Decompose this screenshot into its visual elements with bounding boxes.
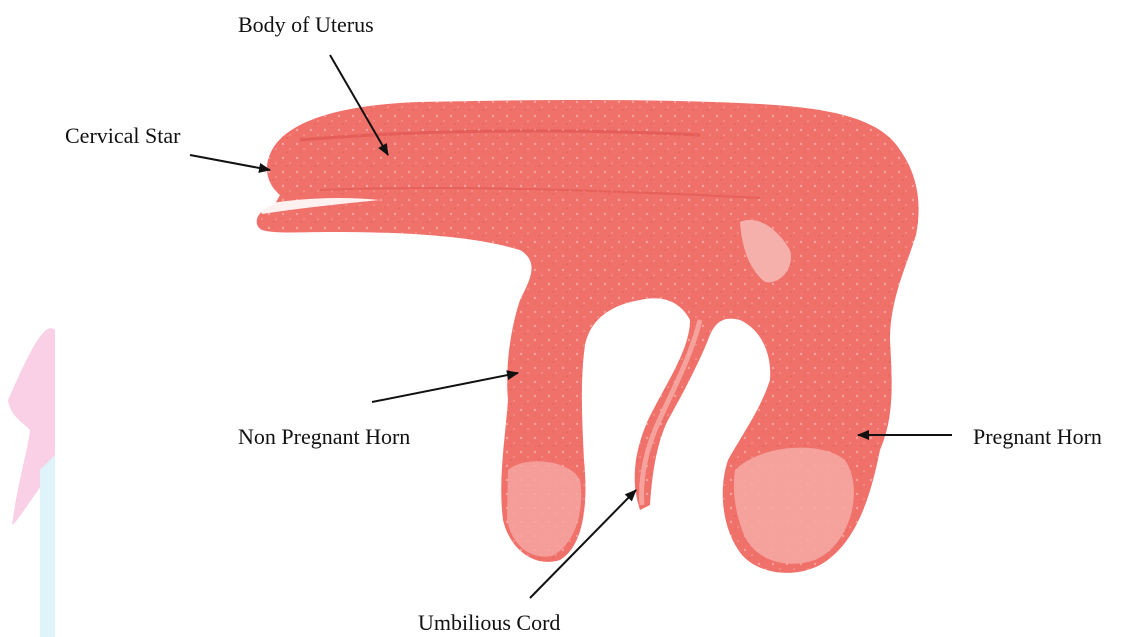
arrow-cervical-star [190, 155, 270, 170]
label-cervical-star: Cervical Star [65, 123, 181, 148]
label-body-of-uterus: Body of Uterus [238, 12, 374, 37]
label-non-pregnant-horn: Non Pregnant Horn [238, 424, 410, 449]
label-umbilical-cord: Umbilious Cord [418, 610, 560, 635]
uterus-specimen [257, 100, 919, 573]
watermark-cyan-shape [40, 455, 55, 637]
label-pregnant-horn: Pregnant Horn [973, 424, 1102, 449]
arrow-non-pregnant-horn [372, 373, 518, 402]
